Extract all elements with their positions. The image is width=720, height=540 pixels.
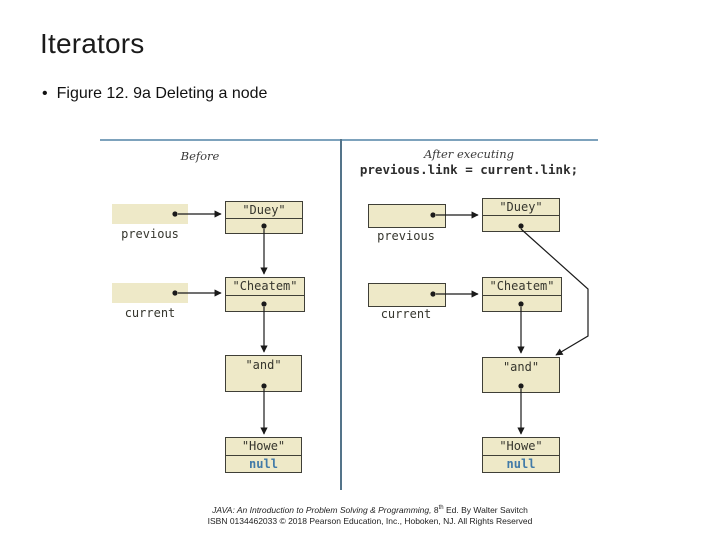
node-howe-after: "Howe" null bbox=[482, 437, 560, 473]
var-box-previous-before bbox=[112, 204, 188, 224]
node-howe-before-null: null bbox=[249, 457, 278, 471]
bullet-item: • Figure 12. 9a Deleting a node bbox=[42, 85, 267, 103]
node-and-after-data: "and" bbox=[502, 360, 540, 374]
bullet-text: Figure 12. 9a Deleting a node bbox=[56, 85, 268, 102]
panel-divider bbox=[340, 139, 342, 490]
node-duey-before-data: "Duey" bbox=[226, 202, 302, 219]
footer-line2: ISBN 0134462033 © 2018 Pearson Education… bbox=[207, 516, 533, 527]
node-and-after: "and" bbox=[482, 357, 560, 393]
node-cheatem-after: "Cheatem" bbox=[482, 277, 562, 312]
node-howe-before-data: "Howe" bbox=[226, 438, 301, 456]
footer-line1: JAVA: An Introduction to Problem Solving… bbox=[20, 503, 720, 516]
node-and-before-data: "and" bbox=[245, 358, 282, 372]
before-header: Before bbox=[180, 149, 220, 163]
node-cheatem-before: "Cheatem" bbox=[225, 277, 305, 312]
after-header-caption: After executing bbox=[424, 147, 514, 161]
node-duey-after-data: "Duey" bbox=[483, 199, 559, 216]
var-label-current-after: current bbox=[380, 307, 432, 321]
var-box-previous-after bbox=[368, 204, 446, 228]
node-howe-after-data: "Howe" bbox=[483, 438, 559, 456]
var-box-current-before bbox=[112, 283, 188, 303]
node-cheatem-before-data: "Cheatem" bbox=[226, 278, 304, 296]
footer-author: Ed. By Walter Savitch bbox=[443, 504, 528, 515]
node-howe-before: "Howe" null bbox=[225, 437, 302, 473]
footer-book-title: JAVA: An Introduction to Problem Solving… bbox=[212, 504, 432, 515]
node-cheatem-after-data: "Cheatem" bbox=[483, 278, 561, 296]
node-and-before: "and" bbox=[225, 355, 302, 392]
after-header-code: previous.link = current.link; bbox=[359, 162, 579, 177]
page-title: Iterators bbox=[40, 28, 145, 59]
var-box-current-after bbox=[368, 283, 446, 307]
node-duey-after: "Duey" bbox=[482, 198, 560, 232]
figure-top-rule bbox=[100, 139, 598, 141]
node-duey-before: "Duey" bbox=[225, 201, 303, 234]
var-label-previous-after: previous bbox=[377, 229, 435, 243]
footer-citation: JAVA: An Introduction to Problem Solving… bbox=[20, 503, 720, 528]
var-label-current-before: current bbox=[124, 306, 176, 320]
footer-edition-num: 8 bbox=[431, 504, 439, 515]
var-label-previous-before: previous bbox=[121, 227, 179, 241]
footer-edition-sup: th bbox=[438, 505, 444, 511]
bullet-glyph: • bbox=[42, 85, 48, 102]
after-header: After executing previous.link = current.… bbox=[344, 147, 594, 177]
node-howe-after-null: null bbox=[506, 457, 536, 471]
